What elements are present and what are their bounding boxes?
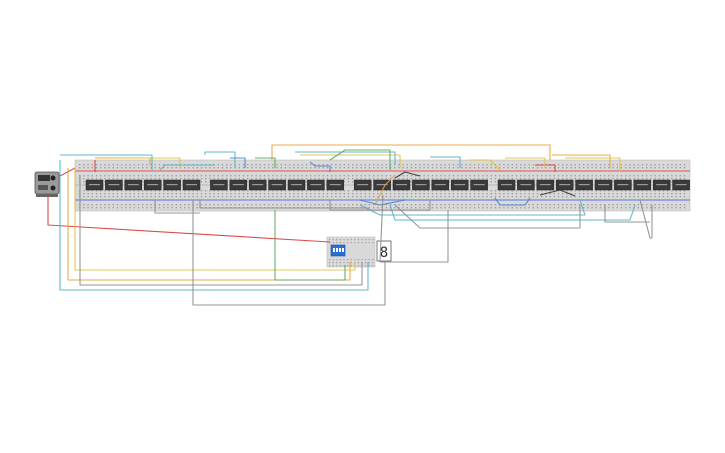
ic-chip	[431, 179, 450, 191]
wire-gray[interactable]	[379, 194, 449, 263]
main-breadboard[interactable]	[74, 159, 691, 212]
wire-green[interactable]	[255, 157, 276, 168]
seven-segment-digit: 8	[380, 245, 388, 261]
wire-red[interactable]	[535, 164, 556, 172]
wire-yellow[interactable]	[470, 159, 501, 171]
wire-blue[interactable]	[309, 161, 331, 172]
ic-chip	[614, 179, 632, 191]
ic-chip	[555, 179, 574, 191]
wire-cyan[interactable]	[59, 160, 369, 291]
wire-gray[interactable]	[192, 200, 386, 306]
wire-gray[interactable]	[329, 200, 431, 211]
ic-chip	[392, 179, 411, 191]
wire-green[interactable]	[329, 149, 391, 170]
ic-chip	[450, 179, 469, 191]
wire-gray[interactable]	[199, 200, 370, 209]
small-breadboard[interactable]	[326, 236, 376, 268]
wire-cyan[interactable]	[389, 204, 636, 221]
wire-yellow[interactable]	[74, 168, 356, 271]
wire-cyan[interactable]	[295, 151, 396, 165]
wire-orange[interactable]	[67, 168, 351, 281]
wire-orange[interactable]	[552, 154, 611, 168]
power-supply[interactable]	[34, 171, 60, 197]
wire-cyan[interactable]	[159, 164, 215, 171]
ic-chip	[652, 179, 671, 191]
wire-yellow[interactable]	[565, 157, 621, 172]
ic-chip	[633, 179, 652, 191]
power-supply-icon	[50, 175, 56, 181]
ic-chip	[210, 179, 228, 191]
ic-chip	[470, 179, 488, 191]
ic-chip	[163, 179, 181, 191]
wire-blue[interactable]	[359, 199, 406, 206]
ic-chip	[326, 179, 345, 191]
ic-chip	[412, 179, 430, 191]
ic-chip	[353, 179, 372, 191]
wire-gray[interactable]	[79, 175, 363, 286]
wire-orange[interactable]	[271, 144, 551, 160]
wire-gray[interactable]	[394, 204, 581, 229]
ic-chip	[307, 179, 325, 191]
wire-green[interactable]	[274, 210, 346, 281]
wire-cyan[interactable]	[430, 156, 461, 168]
ic-chip	[672, 179, 690, 191]
ic-chip	[229, 179, 248, 191]
wire-yellow[interactable]	[300, 154, 401, 168]
wire-black[interactable]	[394, 171, 421, 179]
wire-yellow[interactable]	[505, 157, 546, 168]
wire-gray[interactable]	[639, 199, 653, 239]
ic-chip	[268, 179, 286, 191]
ic-chip	[287, 179, 306, 191]
wire-gray[interactable]	[154, 200, 200, 214]
wire-orange[interactable]	[374, 174, 396, 206]
ic-chip	[85, 179, 104, 191]
wire-blue[interactable]	[230, 157, 246, 168]
wire-gray[interactable]	[604, 205, 650, 223]
wire-red[interactable]	[47, 195, 331, 243]
ic-chip	[143, 179, 162, 191]
ic-chip	[105, 179, 123, 191]
ic-chip	[248, 179, 267, 191]
ic-chip	[594, 179, 613, 191]
wire-cyan[interactable]	[204, 151, 236, 168]
ic-chips	[85, 179, 690, 191]
ic-chip	[575, 179, 593, 191]
ic-chip	[124, 179, 143, 191]
wire-cyan[interactable]	[60, 154, 153, 170]
ic-chip	[517, 179, 535, 191]
seven-segment-display[interactable]: 8	[376, 240, 392, 262]
ic-chip	[182, 179, 201, 191]
ic-chip	[497, 179, 516, 191]
wire-black[interactable]	[539, 189, 576, 197]
wires	[47, 144, 653, 306]
ic-chip	[536, 179, 555, 191]
wire-blue[interactable]	[494, 197, 531, 206]
